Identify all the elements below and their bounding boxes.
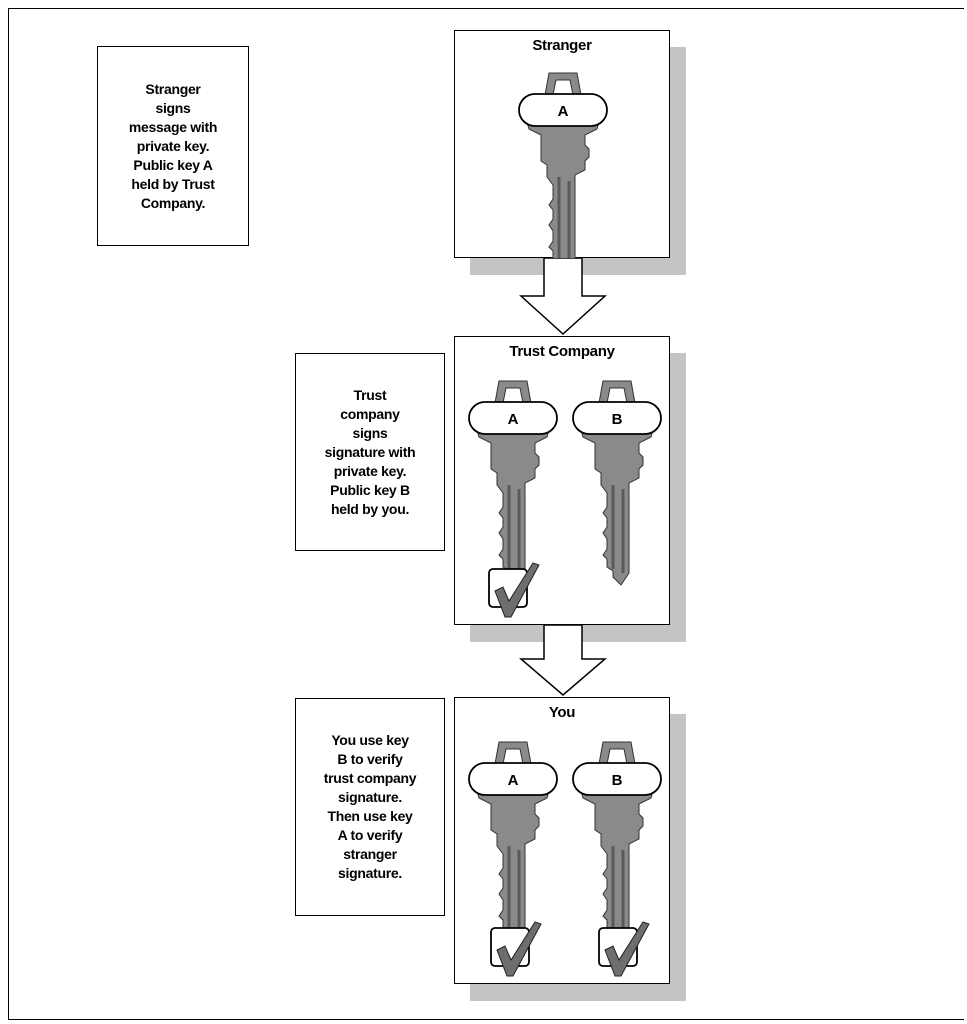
down-arrow-icon [519, 625, 607, 697]
key-label-b: B [565, 401, 669, 437]
stranger-panel-title: Stranger [455, 37, 669, 54]
key-icon: A [461, 734, 565, 924]
key-label-a: A [461, 762, 565, 798]
you-panel-title: You [455, 704, 669, 721]
down-arrow-icon [519, 258, 607, 336]
trust-company-panel-title: Trust Company [455, 343, 669, 360]
key-icon: A [461, 373, 565, 563]
you-panel: You A B [454, 697, 670, 984]
key-icon: B [565, 373, 669, 563]
checkmark-icon [489, 922, 545, 978]
key-label-b: B [565, 762, 669, 798]
key-icon: A [511, 65, 615, 255]
stranger-note: Stranger signs message with private key.… [97, 46, 249, 246]
key-label-a: A [461, 401, 565, 437]
checkmark-icon [597, 922, 653, 978]
checkmark-icon [487, 563, 543, 619]
stranger-panel: Stranger A [454, 30, 670, 258]
you-note: You use key B to verify trust company si… [295, 698, 445, 916]
trust-company-panel: Trust Company A B [454, 336, 670, 625]
key-icon: B [565, 734, 669, 924]
trust-company-note: Trust company signs signature with priva… [295, 353, 445, 551]
key-label-a: A [511, 93, 615, 129]
